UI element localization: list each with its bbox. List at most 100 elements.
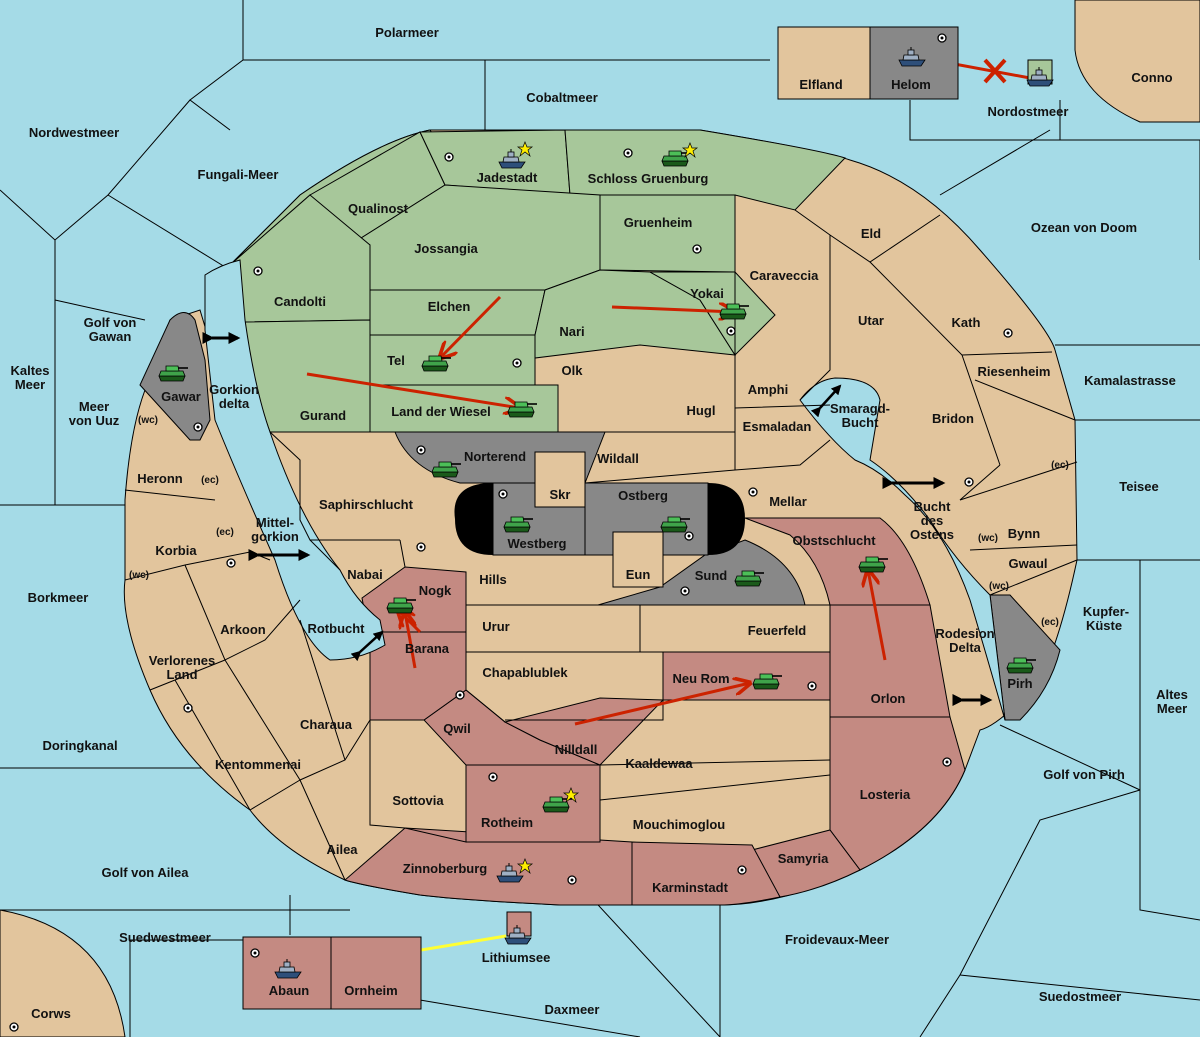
province-pirh[interactable] — [989, 594, 1061, 721]
label-land-der-wiesel: Land der Wiesel — [391, 404, 491, 419]
label-losteria: Losteria — [860, 787, 911, 802]
label-barana: Barana — [405, 641, 450, 656]
label-helom: Helom — [891, 77, 931, 92]
label-olk: Olk — [562, 363, 584, 378]
label-elchen: Elchen — [428, 299, 471, 314]
province-nilldall[interactable] — [503, 697, 665, 766]
label-nogk: Nogk — [419, 583, 452, 598]
supply-centers — [9, 33, 1013, 1032]
label-kentommenai: Kentommenai — [215, 757, 301, 772]
sea-inner-channel-west[interactable] — [204, 259, 386, 661]
province-schloss-gruenburg[interactable] — [564, 129, 846, 211]
province-karminstadt[interactable] — [631, 841, 781, 906]
label-kath: Kath — [952, 315, 981, 330]
label-amphi: Amphi — [748, 382, 788, 397]
red-territories — [344, 517, 966, 906]
label-rotheim: Rotheim — [481, 815, 533, 830]
label-tel: Tel — [387, 353, 405, 368]
coast-tags: (ec) (ec) (wc) (wc) (ec) (wc) (wc) (ec) — [129, 415, 1069, 628]
label-bynn: Bynn — [1008, 526, 1041, 541]
label-obstschlucht: Obstschlucht — [792, 533, 876, 548]
westberg-endcap — [454, 483, 493, 555]
province-yokai[interactable] — [648, 271, 776, 356]
order-arrow-nari-yokai — [611, 307, 735, 312]
label-rotbucht: Rotbucht — [307, 621, 365, 636]
order-arrow-elchen-tel — [440, 295, 502, 358]
label-orlon: Orlon — [871, 691, 906, 706]
label-suedwestmeer: Suedwestmeer — [119, 930, 211, 945]
label-yokai: Yokai — [690, 286, 724, 301]
tag-bridon-ec: (ec) — [1051, 460, 1069, 471]
tag-gwaul-ec: (ec) — [1041, 617, 1059, 628]
tag-bynn-wc: (wc) — [978, 533, 998, 544]
province-skr[interactable] — [534, 451, 586, 508]
label-elfland: Elfland — [799, 77, 842, 92]
label-samyria: Samyria — [778, 851, 829, 866]
province-ornheim[interactable] — [330, 936, 422, 1010]
label-hugl: Hugl — [687, 403, 716, 418]
green-territories — [229, 129, 846, 433]
label-bridon: Bridon — [932, 411, 974, 426]
label-esmaladan: Esmaladan — [743, 419, 812, 434]
label-korbia: Korbia — [155, 543, 197, 558]
sea-labels: Polarmeer Cobaltmeer Nordwestmeer Fungal… — [10, 25, 1187, 1021]
label-abaun: Abaun — [269, 983, 310, 998]
label-caraveccia: Caraveccia — [750, 268, 819, 283]
label-utar: Utar — [858, 313, 884, 328]
label-froidevaux-meer: Froidevaux-Meer — [785, 932, 889, 947]
label-chapablublek: Chapablublek — [482, 665, 568, 680]
label-smaragd-bucht: Smaragd-Bucht — [830, 401, 890, 430]
label-nabai: Nabai — [347, 567, 382, 582]
label-heronn: Heronn — [137, 471, 183, 486]
label-norterend: Norterend — [464, 449, 526, 464]
province-rotheim[interactable] — [465, 764, 601, 843]
province-gruenheim[interactable] — [599, 194, 736, 273]
label-jossangia: Jossangia — [414, 241, 478, 256]
province-eun[interactable] — [612, 531, 664, 588]
label-gawar: Gawar — [161, 389, 201, 404]
neutral-borders — [124, 209, 1078, 881]
province-elfland[interactable] — [777, 26, 871, 100]
label-hills: Hills — [479, 572, 506, 587]
label-sottovia: Sottovia — [392, 793, 444, 808]
order-failed-x-icon — [983, 58, 1007, 84]
province-labels: Elfland Helom Jadestadt Schloss Gruenbur… — [137, 77, 1050, 998]
label-mellar: Mellar — [769, 494, 807, 509]
province-conno[interactable] — [1074, 0, 1200, 123]
tag-korbia-ec: (ec) — [216, 527, 234, 538]
label-pirh: Pirh — [1007, 676, 1032, 691]
label-zinnoberburg: Zinnoberburg — [403, 861, 488, 876]
label-golf-von-pirh: Golf von Pirh — [1043, 767, 1125, 782]
tag-gawar-wc: (wc) — [138, 415, 158, 426]
province-neu-rom[interactable] — [662, 651, 831, 701]
label-gwaul: Gwaul — [1008, 556, 1047, 571]
province-zinnoberburg[interactable] — [344, 827, 633, 906]
label-karminstadt: Karminstadt — [652, 880, 729, 895]
label-polarmeer: Polarmeer — [375, 25, 439, 40]
label-lithiumsee: Lithiumsee — [482, 950, 551, 965]
passage-arrows — [202, 332, 993, 706]
label-nilldall: Nilldall — [555, 742, 598, 757]
label-gurand: Gurand — [300, 408, 346, 423]
label-corws: Corws — [31, 1006, 71, 1021]
label-borkmeer: Borkmeer — [28, 590, 89, 605]
label-cobaltmeer: Cobaltmeer — [526, 90, 598, 105]
label-schloss-gruenburg: Schloss Gruenburg — [588, 171, 709, 186]
order-arrow-barana-nogk-2 — [398, 610, 422, 634]
label-wildall: Wildall — [597, 451, 639, 466]
province-corws[interactable] — [0, 909, 126, 1037]
label-teisee: Teisee — [1119, 479, 1159, 494]
label-ornheim: Ornheim — [344, 983, 397, 998]
order-arrow-nilldall-neurom — [574, 683, 750, 726]
label-feuerfeld: Feuerfeld — [748, 623, 807, 638]
province-samyria[interactable] — [751, 829, 861, 898]
label-kupfer-kueste: Kupfer-Küste — [1083, 604, 1129, 633]
